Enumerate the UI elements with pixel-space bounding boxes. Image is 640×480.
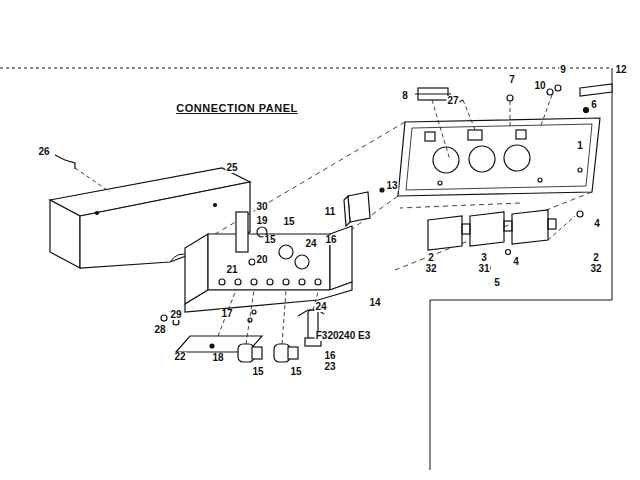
callout-number: 8 — [401, 91, 409, 101]
callout-number: 19 — [255, 216, 268, 226]
callout-number: 31 — [477, 264, 490, 274]
diagram-title: CONNECTION PANEL — [176, 102, 297, 114]
callout-number: 15 — [289, 367, 302, 377]
callout-number: 16 — [324, 235, 337, 245]
callout-number: 15 — [263, 235, 276, 245]
callout-number: 15 — [282, 217, 295, 227]
callout-number: 15 — [251, 367, 264, 377]
callout-number: 24 — [314, 302, 327, 312]
callout-number: 5 — [493, 278, 501, 288]
callout-number: 1 — [576, 141, 584, 151]
callout-number: 29 — [169, 310, 182, 320]
callout-number: 25 — [225, 163, 238, 173]
callout-number: 13 — [385, 181, 398, 191]
callout-number: F320240 E3 — [315, 331, 372, 341]
callout-number: 23 — [323, 362, 336, 372]
callout-number: 16 — [323, 351, 336, 361]
callout-number: 6 — [590, 100, 598, 110]
callout-number: 27 — [446, 96, 459, 106]
callout-number: 30 — [255, 202, 268, 212]
callout-number: 9 — [559, 65, 567, 75]
callout-number: 32 — [589, 264, 602, 274]
callout-number: 21 — [225, 265, 238, 275]
callout-number: 3 — [480, 253, 488, 263]
callout-number: 4 — [593, 219, 601, 229]
callout-number: 18 — [211, 353, 224, 363]
callout-number: 24 — [304, 239, 317, 249]
callout-number: 26 — [37, 147, 50, 157]
callout-number: 10 — [533, 81, 546, 91]
callout-number: 22 — [173, 352, 186, 362]
callout-number: 2 — [427, 253, 435, 263]
callout-number: 32 — [424, 264, 437, 274]
callout-number: 2 — [592, 253, 600, 263]
callout-number: 11 — [324, 207, 337, 217]
callout-number: 28 — [153, 325, 166, 335]
callout-number: 7 — [508, 75, 516, 85]
callout-number: 4 — [512, 257, 520, 267]
callout-number: 17 — [220, 309, 233, 319]
callout-number: 20 — [255, 255, 268, 265]
callout-number: 14 — [368, 298, 381, 308]
callout-number: 12 — [614, 65, 627, 75]
